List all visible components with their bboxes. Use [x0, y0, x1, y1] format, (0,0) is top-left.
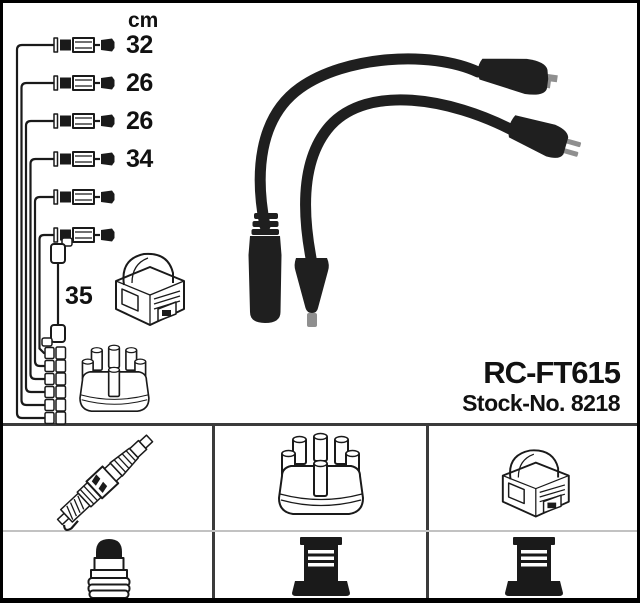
coil-end-boot: [508, 115, 582, 158]
cable-length-label-2: 26: [126, 69, 153, 97]
legend-row-divider: [3, 530, 637, 532]
distributor-end-boot: [477, 58, 558, 95]
coil-cable-length-label: 35: [65, 282, 93, 310]
cable-length-label-4: 34: [126, 145, 153, 173]
cable-length-label-3: 26: [126, 107, 153, 135]
stock-number-label: Stock-No. 8218: [462, 390, 620, 416]
cable-row-drawings: [52, 36, 116, 244]
legend-table-top-line: [0, 423, 640, 426]
legend-column-divider-1: [212, 423, 215, 600]
spark-plug-icon: [56, 434, 154, 532]
plug-terminal-nut-icon: [87, 539, 131, 599]
ignition-coil-icon: [501, 449, 570, 518]
coil-cable-drawing: [41, 237, 73, 347]
coil-tower-terminal-icon-2: [505, 537, 563, 596]
coil-tower-terminal-icon: [292, 537, 350, 596]
unit-header-label: cm: [128, 9, 159, 32]
ignition-cables-photo: [248, 53, 582, 327]
cone-boot: [294, 258, 329, 327]
distributor-cap-drawing: [79, 344, 150, 413]
part-number-label: RC-FT615: [483, 355, 621, 390]
distributor-cap-icon: [278, 432, 364, 515]
straight-boot: [248, 213, 282, 323]
wire-bundle: [15, 43, 67, 425]
terminal-clips: [44, 346, 67, 425]
cable-length-label-1: 32: [126, 31, 153, 59]
ignition-coil-drawing: [115, 252, 185, 326]
legend-column-divider-2: [426, 423, 429, 600]
